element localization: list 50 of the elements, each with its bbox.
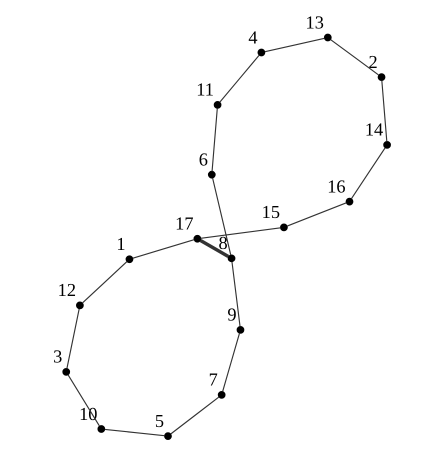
node-circle [218, 390, 226, 398]
node-circle [236, 325, 244, 334]
node-label: 8 [218, 232, 228, 253]
connector [222, 332, 240, 392]
node-circle [258, 48, 266, 56]
node-label: 4 [248, 26, 258, 47]
connector [200, 226, 281, 238]
connector [381, 80, 388, 142]
connector [200, 238, 230, 258]
node-label: 12 [58, 280, 76, 300]
node-circle [194, 234, 202, 242]
connector [212, 108, 218, 171]
node-label: 2 [368, 51, 378, 72]
node-label: 7 [208, 369, 218, 390]
connector [350, 147, 386, 199]
node-circle [324, 33, 332, 41]
node-label: 1 [116, 233, 126, 254]
connector [330, 38, 379, 75]
node-label: 14 [364, 119, 384, 140]
node-label: 9 [227, 304, 237, 324]
node-label: 3 [53, 346, 62, 366]
node-circle [97, 424, 106, 432]
node-circle [62, 367, 70, 376]
node-label: 17 [175, 212, 194, 233]
connector [82, 260, 128, 304]
node-circle [208, 170, 216, 178]
node-circle [280, 222, 288, 231]
node-circle [76, 301, 84, 309]
node-circle [346, 197, 354, 205]
connector [287, 202, 347, 226]
node-circle [214, 100, 222, 108]
node-circle [164, 432, 172, 440]
connector [132, 238, 194, 258]
node-label: 11 [196, 79, 214, 100]
connector [170, 396, 220, 434]
node-circle [228, 254, 236, 262]
connector [212, 178, 232, 254]
connector [231, 261, 241, 326]
node-circle [383, 140, 391, 148]
node-label: 15 [262, 202, 280, 222]
connector [104, 428, 164, 436]
node-circle [126, 254, 134, 263]
connector [66, 308, 80, 368]
connector [264, 37, 325, 52]
node-circle [378, 72, 386, 80]
node-label: 16 [327, 176, 346, 196]
node-label: 13 [306, 12, 324, 32]
node-label: 6 [198, 148, 208, 169]
node-label: 5 [154, 410, 164, 430]
connector [220, 54, 260, 102]
